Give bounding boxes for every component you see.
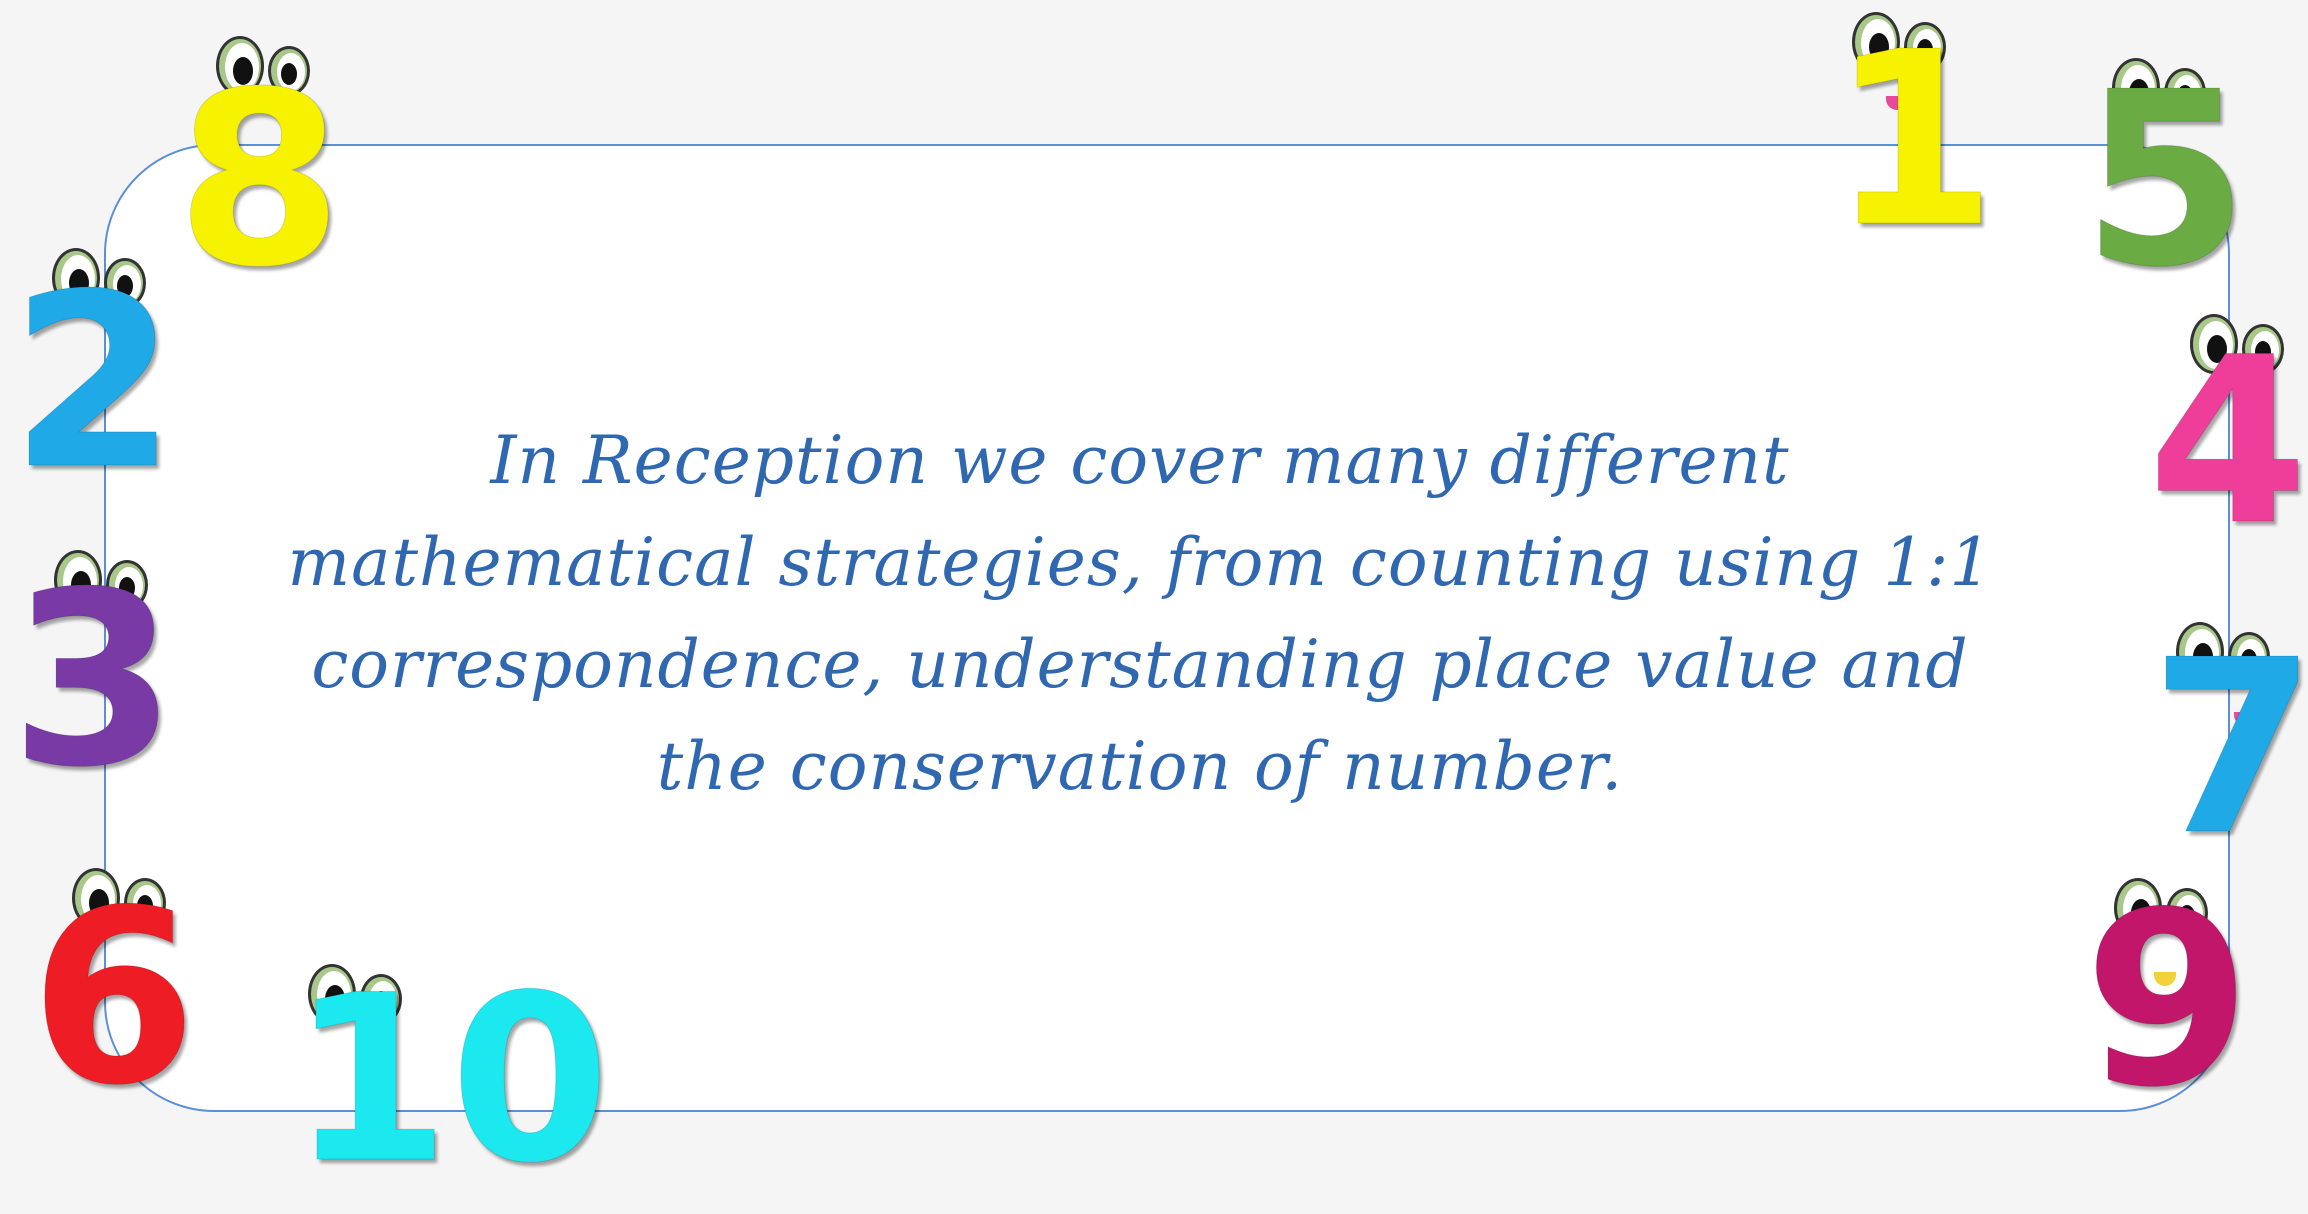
number-two: 2 (10, 248, 178, 503)
number-ten: 10 (289, 947, 611, 1214)
googly-eyes-icon (2112, 58, 2222, 138)
number-four-digit: 4 (2147, 309, 2308, 576)
tongue-icon (2234, 712, 2256, 726)
number-eight: 8 (176, 36, 346, 320)
tongue-icon (2158, 148, 2180, 162)
googly-eyes-icon (2190, 314, 2300, 394)
googly-eyes-icon (72, 868, 182, 948)
number-two-digit: 2 (10, 242, 178, 522)
number-four: 4 (2147, 309, 2308, 576)
googly-eyes-icon (54, 550, 164, 630)
number-one: 1 (1830, 12, 1998, 261)
tongue-icon (2154, 972, 2176, 986)
googly-eyes-icon (52, 248, 162, 328)
googly-eyes-icon (308, 964, 418, 1044)
number-eight-digit: 8 (176, 40, 344, 320)
number-seven-digit: 7 (2150, 608, 2308, 888)
number-one-digit: 1 (1830, 0, 1998, 280)
googly-eyes-icon (2176, 622, 2286, 702)
googly-eyes-icon (216, 36, 326, 116)
number-five-digit: 5 (2082, 40, 2250, 320)
intro-message: In Reception we cover many different mat… (287, 422, 1993, 805)
number-ten-digit: 10 (289, 947, 611, 1214)
number-nine-digit: 9 (2084, 860, 2252, 1140)
number-six: 6 (30, 858, 200, 1138)
number-five: 5 (2082, 58, 2250, 301)
number-six-digit: 6 (30, 858, 198, 1138)
number-three-digit: 3 (10, 540, 178, 820)
tongue-icon (1886, 96, 1908, 110)
googly-eyes-icon (2114, 878, 2224, 958)
number-nine: 9 (2084, 860, 2254, 1140)
content-frame (104, 144, 2230, 1112)
googly-eyes-icon (1852, 12, 1962, 92)
number-three: 3 (10, 550, 178, 801)
number-seven: 7 (2150, 608, 2308, 888)
